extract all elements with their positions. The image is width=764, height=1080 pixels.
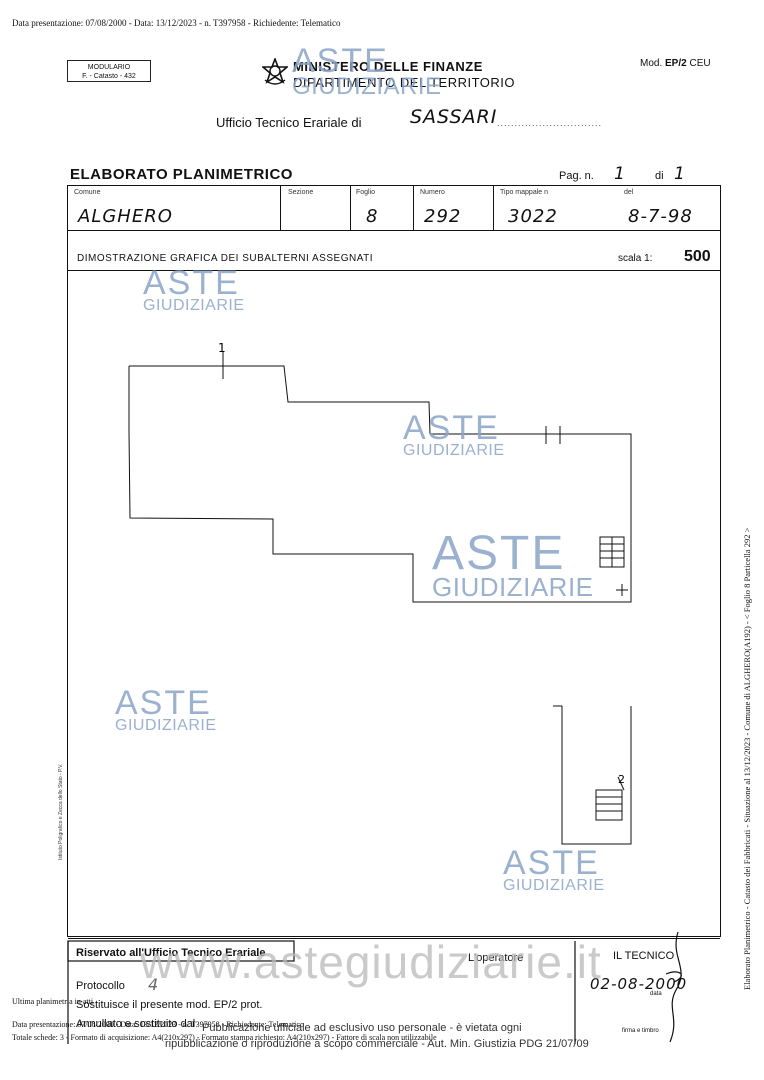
watermark-giudiziarie-text: GIUDIZIARIE [503,877,605,894]
watermark-aste: ASTE GIUDIZIARIE [503,844,605,894]
modulario-line-2: F. - Catasto - 432 [82,73,136,80]
last-plan-note: Ultima planimetria in atti [12,997,94,1006]
watermark-aste-text: ASTE [503,844,600,882]
col-divider [413,186,414,230]
document-title: ELABORATO PLANIMETRICO [70,166,293,183]
form-code: Mod. EP/2 CEU [640,58,711,69]
tipo-mappale-label: Tipo mappale n [500,189,548,196]
watermark-aste-text: ASTE [143,264,240,302]
office-value: SASSARI [410,106,498,128]
modulario-line-1: MODULARIO [87,64,131,71]
ministry-title: MINISTERO DELLE FINANZE [293,59,483,74]
page-number: 1 [614,164,626,184]
modulario-box: MODULARIO F. - Catasto - 432 [67,60,151,82]
office-reserved-box [67,940,576,1044]
watermark-aste-text: ASTE [115,684,212,722]
header-info-line: Data presentazione: 07/08/2000 - Data: 1… [12,18,341,28]
watermark-aste: ASTE GIUDIZIARIE [403,409,505,459]
form-code-prefix: Mod. [640,58,663,69]
disclaimer-line-2: ripubblicazione o riproduzione a scopo c… [165,1038,589,1050]
printer-vertical-note: Istituto Poligrafico e Zecca dello Stato… [58,763,64,860]
watermark-aste-text: ASTE [403,409,500,447]
watermark-aste: ASTE GIUDIZIARIE [292,42,442,100]
watermark-giudiziarie-text: GIUDIZIARIE [143,297,245,314]
department-title: DIPARTIMENTO DEL TERRITORIO [293,75,516,90]
watermark-aste: ASTE GIUDIZIARIE [143,264,245,314]
cancelled-label: Annullato e sostituito dal [76,1018,196,1030]
row-divider [68,270,720,271]
watermark-aste-text: ASTE [432,527,566,580]
replaces-label: Sostituisce il presente mod. EP/2 prot. [76,999,263,1011]
disclaimer-line-1: Pubblicazione ufficiale ad esclusivo uso… [202,1022,522,1034]
watermark-giudiziarie-text: GIUDIZIARIE [115,717,217,734]
row-divider [68,938,720,939]
footer-info-line-2: Totale schede: 3 - Formato di acquisizio… [12,1033,437,1042]
col-divider [350,186,351,230]
numero-label: Numero [420,189,445,196]
del-value: 8-7-98 [628,206,693,227]
sezione-label: Sezione [288,189,314,196]
comune-label: Comune [74,189,101,196]
floor-plan-drawing: 1 2 [128,341,632,845]
page-of-label: di [655,170,664,182]
technician-date: 02-08-2000 [590,975,688,993]
scale-label: scala 1: [618,253,653,264]
watermark-aste-text: ASTE [292,42,389,80]
numero-value: 292 [424,206,462,227]
watermark-aste: ASTE GIUDIZIARIE [115,684,217,734]
scale-value: 500 [684,248,711,265]
foglio-label: Foglio [356,189,376,196]
drawing-heading: DIMOSTRAZIONE GRAFICA DEI SUBALTERNI ASS… [77,253,374,264]
sub-2-outline [561,706,632,845]
plan-frame: Comune ALGHERO Sezione Foglio 8 Numero 2… [67,185,721,939]
reserved-heading: Riservato all'Ufficio Tecnico Erariale [76,947,266,959]
watermark-giudiziarie-text: GIUDIZIARIE [403,442,505,459]
date-label: data [650,991,662,997]
col-divider [493,186,494,230]
watermark-url: www.astegiudiziarie.it [140,936,602,988]
page-total: 1 [674,164,686,184]
form-code-value: EP/2 [665,58,687,69]
protocol-label: Protocollo [76,980,125,992]
technician-label: IL TECNICO [613,950,675,962]
protocol-value: 4 [148,975,160,994]
operator-label: L'operatore [468,952,524,964]
right-vertical-caption: Elaborato Planimetrico - Catasto dei Fab… [742,527,752,990]
sub-1-outline [128,365,632,603]
watermark-giudiziarie-text: GIUDIZIARIE [432,572,594,602]
watermark-giudiziarie-text: GIUDIZIARIE [292,73,442,100]
signature-label: firma e timbro [622,1028,659,1034]
signature-mark [665,931,682,1043]
republic-emblem-icon [262,58,288,85]
tipo-mappale-value: 3022 [508,206,558,227]
footer-info-line-1: Data presentazione: 07/08/2000 - Data: 1… [12,1020,304,1029]
office-dots: .............................. [497,118,603,128]
row-divider [68,230,720,231]
form-code-suffix: CEU [689,58,711,69]
page-label: Pag. n. [559,170,594,182]
office-label: Ufficio Tecnico Erariale di [216,115,362,130]
foglio-value: 8 [366,206,379,227]
stair-symbol-2 [595,789,623,821]
watermark-aste-large: ASTE GIUDIZIARIE [432,527,594,602]
col-divider [280,186,281,230]
del-label: del [624,189,634,196]
sub-2-label: 2 [618,773,625,786]
comune-value: ALGHERO [78,206,173,227]
sub-1-label: 1 [218,341,226,355]
